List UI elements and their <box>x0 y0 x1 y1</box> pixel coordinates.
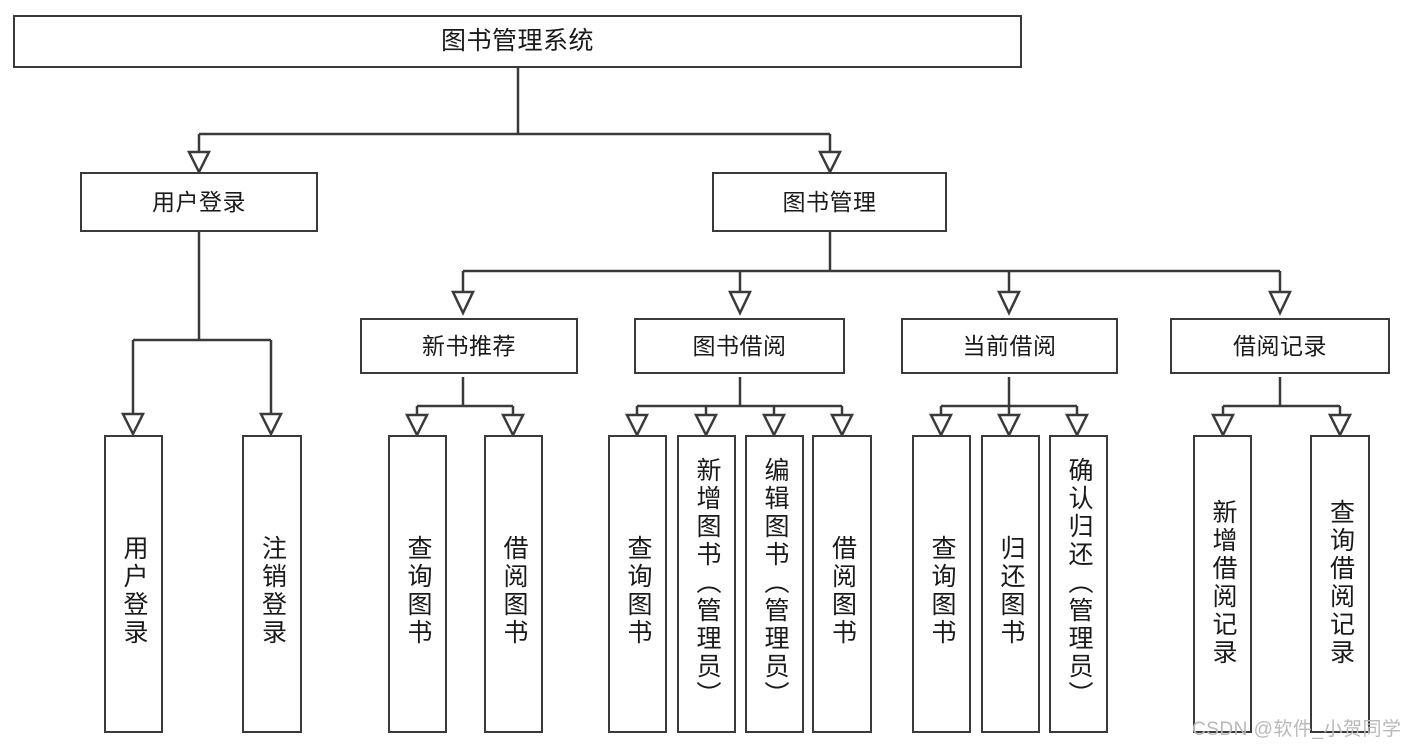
node-label: 注销登录 <box>258 535 287 647</box>
node-label: 图书管理 <box>782 188 877 215</box>
leaf-recommend-borrow-book[interactable]: 借阅图书 <box>484 435 543 733</box>
node-new-book-recommend[interactable]: 新书推荐 <box>360 318 578 374</box>
node-book-management[interactable]: 图书管理 <box>712 172 947 232</box>
node-label: 编辑图书（管理员） <box>761 457 789 709</box>
leaf-borrow-add-book-admin[interactable]: 新增图书（管理员） <box>677 435 736 733</box>
node-book-borrow[interactable]: 图书借阅 <box>634 318 845 374</box>
leaf-current-query-book[interactable]: 查询图书 <box>912 435 971 733</box>
leaf-records-query-record[interactable]: 查询借阅记录 <box>1310 435 1370 733</box>
node-label: 用户登录 <box>152 188 246 215</box>
node-label: 查询借阅记录 <box>1326 499 1355 667</box>
leaf-borrow-query-book[interactable]: 查询图书 <box>608 435 667 733</box>
node-label: 确认归还（管理员） <box>1065 457 1093 709</box>
node-label: 用户登录 <box>120 535 148 647</box>
node-label: 新书推荐 <box>422 332 516 359</box>
node-current-borrow[interactable]: 当前借阅 <box>901 318 1118 374</box>
node-label: 查询图书 <box>928 535 956 647</box>
leaf-user-login-logout[interactable]: 注销登录 <box>242 435 302 733</box>
node-label: 当前借阅 <box>962 332 1057 359</box>
node-label: 借阅记录 <box>1233 332 1327 359</box>
node-borrow-records[interactable]: 借阅记录 <box>1170 318 1390 374</box>
node-root-system[interactable]: 图书管理系统 <box>13 15 1022 68</box>
node-user-login[interactable]: 用户登录 <box>80 172 318 232</box>
node-label: 借阅图书 <box>500 535 528 647</box>
node-label: 图书借阅 <box>692 332 787 359</box>
leaf-records-add-record[interactable]: 新增借阅记录 <box>1193 435 1252 733</box>
leaf-borrow-borrow-book[interactable]: 借阅图书 <box>812 435 872 733</box>
node-label: 新增借阅记录 <box>1209 499 1237 667</box>
node-label: 查询图书 <box>624 535 652 647</box>
leaf-recommend-query-book[interactable]: 查询图书 <box>388 435 447 733</box>
node-label: 图书管理系统 <box>440 27 594 56</box>
node-label: 借阅图书 <box>828 535 857 647</box>
leaf-current-confirm-return-admin[interactable]: 确认归还（管理员） <box>1049 435 1108 733</box>
leaf-borrow-edit-book-admin[interactable]: 编辑图书（管理员） <box>745 435 804 733</box>
leaf-user-login-login[interactable]: 用户登录 <box>104 435 163 733</box>
node-label: 新增图书（管理员） <box>693 457 721 709</box>
node-label: 查询图书 <box>404 535 432 647</box>
leaf-current-return-book[interactable]: 归还图书 <box>981 435 1040 733</box>
watermark: CSDN @软件_小贺同学 <box>1192 719 1402 740</box>
node-label: 归还图书 <box>997 535 1025 647</box>
